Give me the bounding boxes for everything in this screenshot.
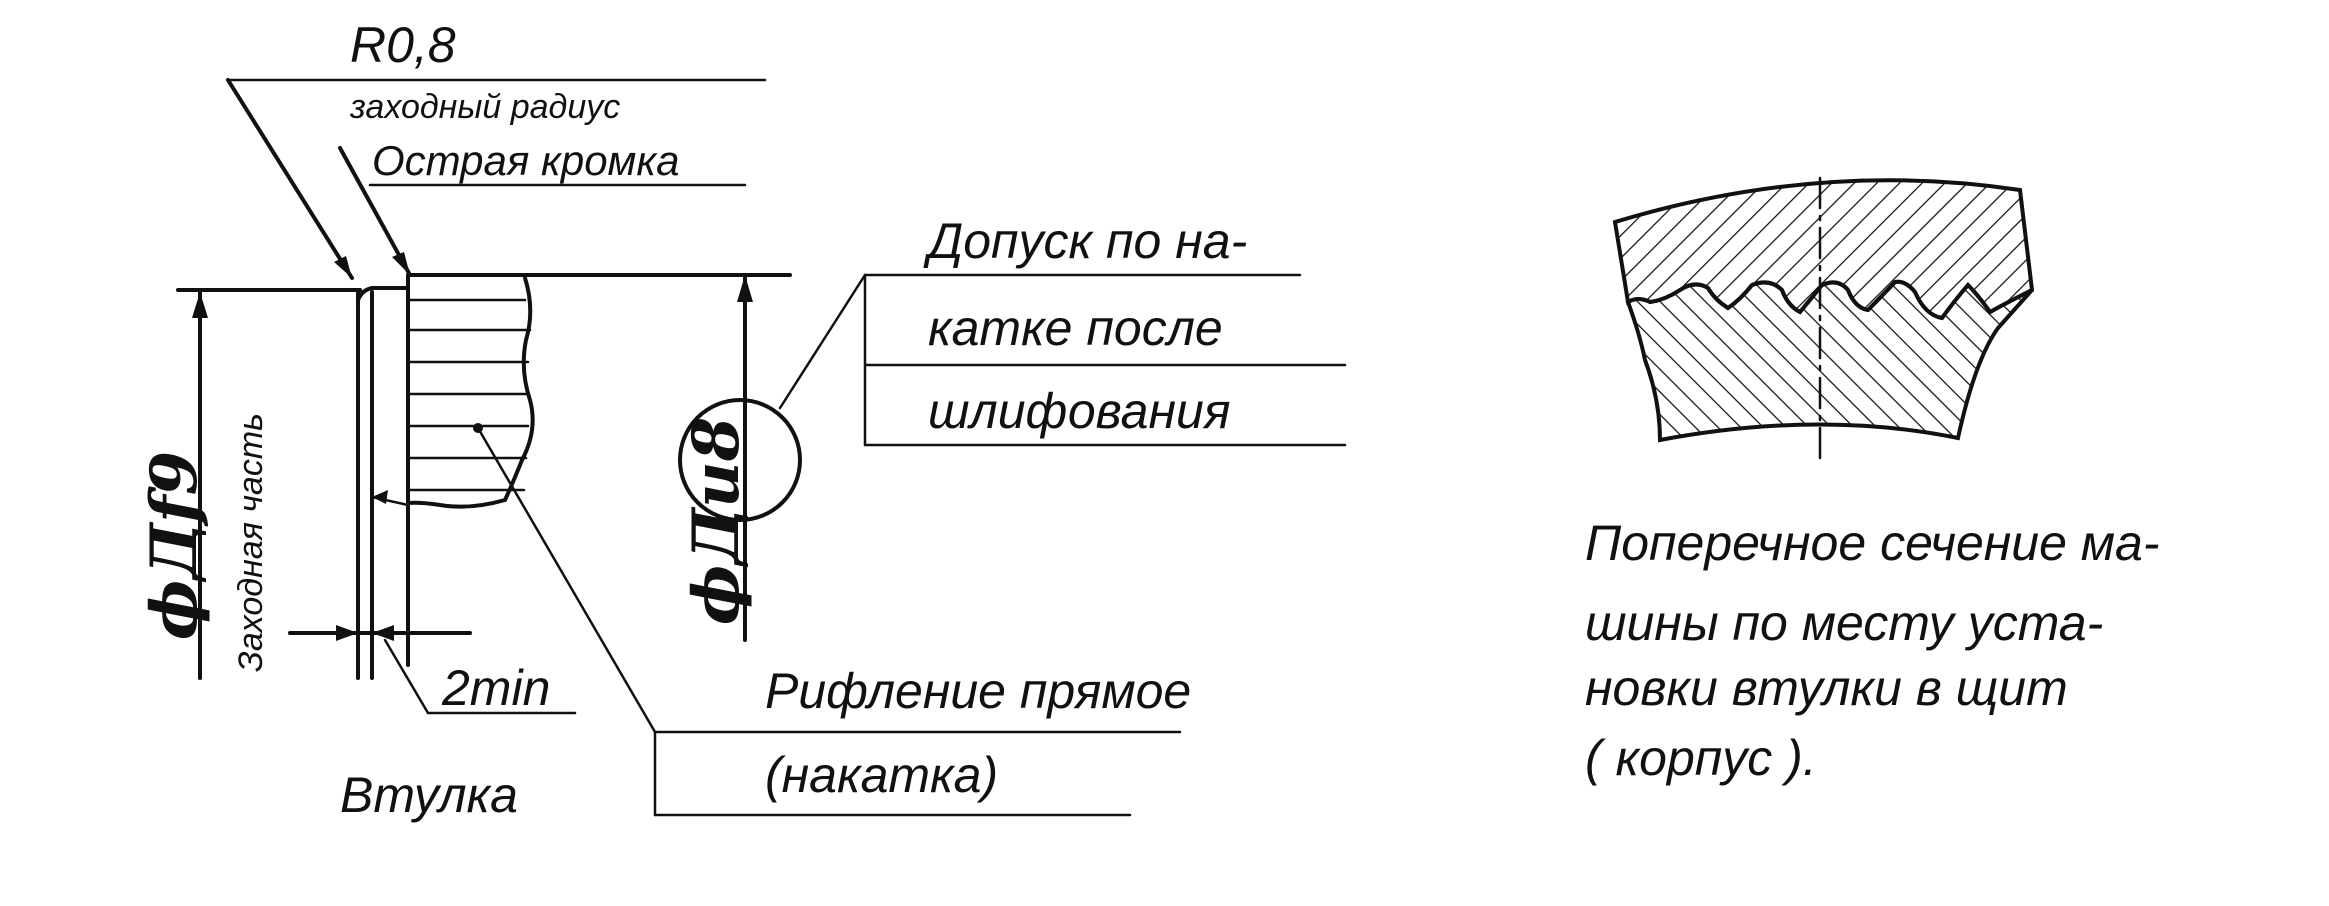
radius-label: R0,8: [350, 17, 456, 73]
inner-dim-arrow: [737, 275, 753, 302]
knurled-region: [406, 276, 535, 509]
caption-line1: Поперечное сечение ма-: [1585, 515, 2160, 571]
outer-dim-label: ϕДf9: [137, 451, 212, 640]
edge-label: Острая кромка: [372, 137, 680, 184]
caption-line2: шины по месту уста-: [1585, 595, 2103, 651]
min-length-label: 2min: [441, 660, 550, 716]
radius-note: заходный радиус: [349, 88, 620, 126]
knurl-label-line2: (накатка): [765, 747, 998, 803]
outer-dim-arrow: [192, 292, 208, 318]
min-dim-arrow-right: [372, 625, 394, 641]
tolerance-callout-circle: [678, 398, 802, 522]
bushing-detail: R0,8 заходный радиус Острая кромка Заход…: [137, 17, 1347, 823]
bushing-section: [1625, 279, 2034, 443]
part-name-label: Втулка: [340, 767, 518, 823]
min-leader: [383, 638, 430, 715]
cross-section: Поперечное сечение ма- шины по месту уст…: [1585, 176, 2160, 786]
caption-line3: новки втулки в щит: [1585, 660, 2068, 716]
lead-in-corner: [356, 286, 410, 302]
caption-line4: ( корпус ).: [1585, 730, 1817, 786]
inner-dim-label: ϕДu8: [679, 417, 754, 625]
knurl-leader-dot: [473, 423, 483, 433]
tolerance-label-line3: шлифования: [928, 383, 1231, 439]
min-dim-arrow-left: [336, 625, 358, 641]
tolerance-label-line2: катке после: [928, 300, 1223, 356]
edge-leader-arrow: [392, 252, 410, 275]
tolerance-leader: [778, 273, 867, 410]
tolerance-label-line1: Допуск по на-: [923, 213, 1247, 269]
lead-in-dim-arrow: [372, 490, 388, 504]
knurl-break-line: [406, 276, 535, 509]
radius-leader-arrow: [334, 256, 352, 278]
edge-leader: [338, 146, 412, 277]
knurl-leader: [476, 426, 657, 734]
radius-leader: [226, 78, 354, 280]
lead-in-label: Заходная часть: [232, 413, 270, 672]
knurl-label-line1: Рифление прямое: [765, 663, 1191, 719]
